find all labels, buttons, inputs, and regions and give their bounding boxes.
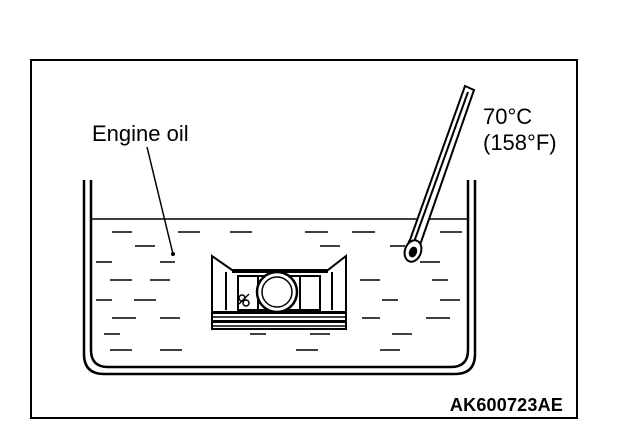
piston [211, 253, 347, 330]
engine-oil-label: Engine oil [92, 121, 189, 146]
temperature-celsius-label: 70°C [483, 104, 533, 129]
piston-front-mark-icon [238, 293, 250, 307]
figure-reference-code: AK600723AE [449, 395, 563, 415]
diagram-frame [30, 59, 578, 419]
thermometer-icon [403, 84, 476, 263]
engine-oil-leader-line [146, 146, 174, 255]
engine-oil-leader-dot [171, 252, 175, 256]
oil-container [82, 180, 477, 376]
temperature-fahrenheit-label: (158°F) [483, 130, 557, 155]
oil-dashes [96, 231, 462, 351]
